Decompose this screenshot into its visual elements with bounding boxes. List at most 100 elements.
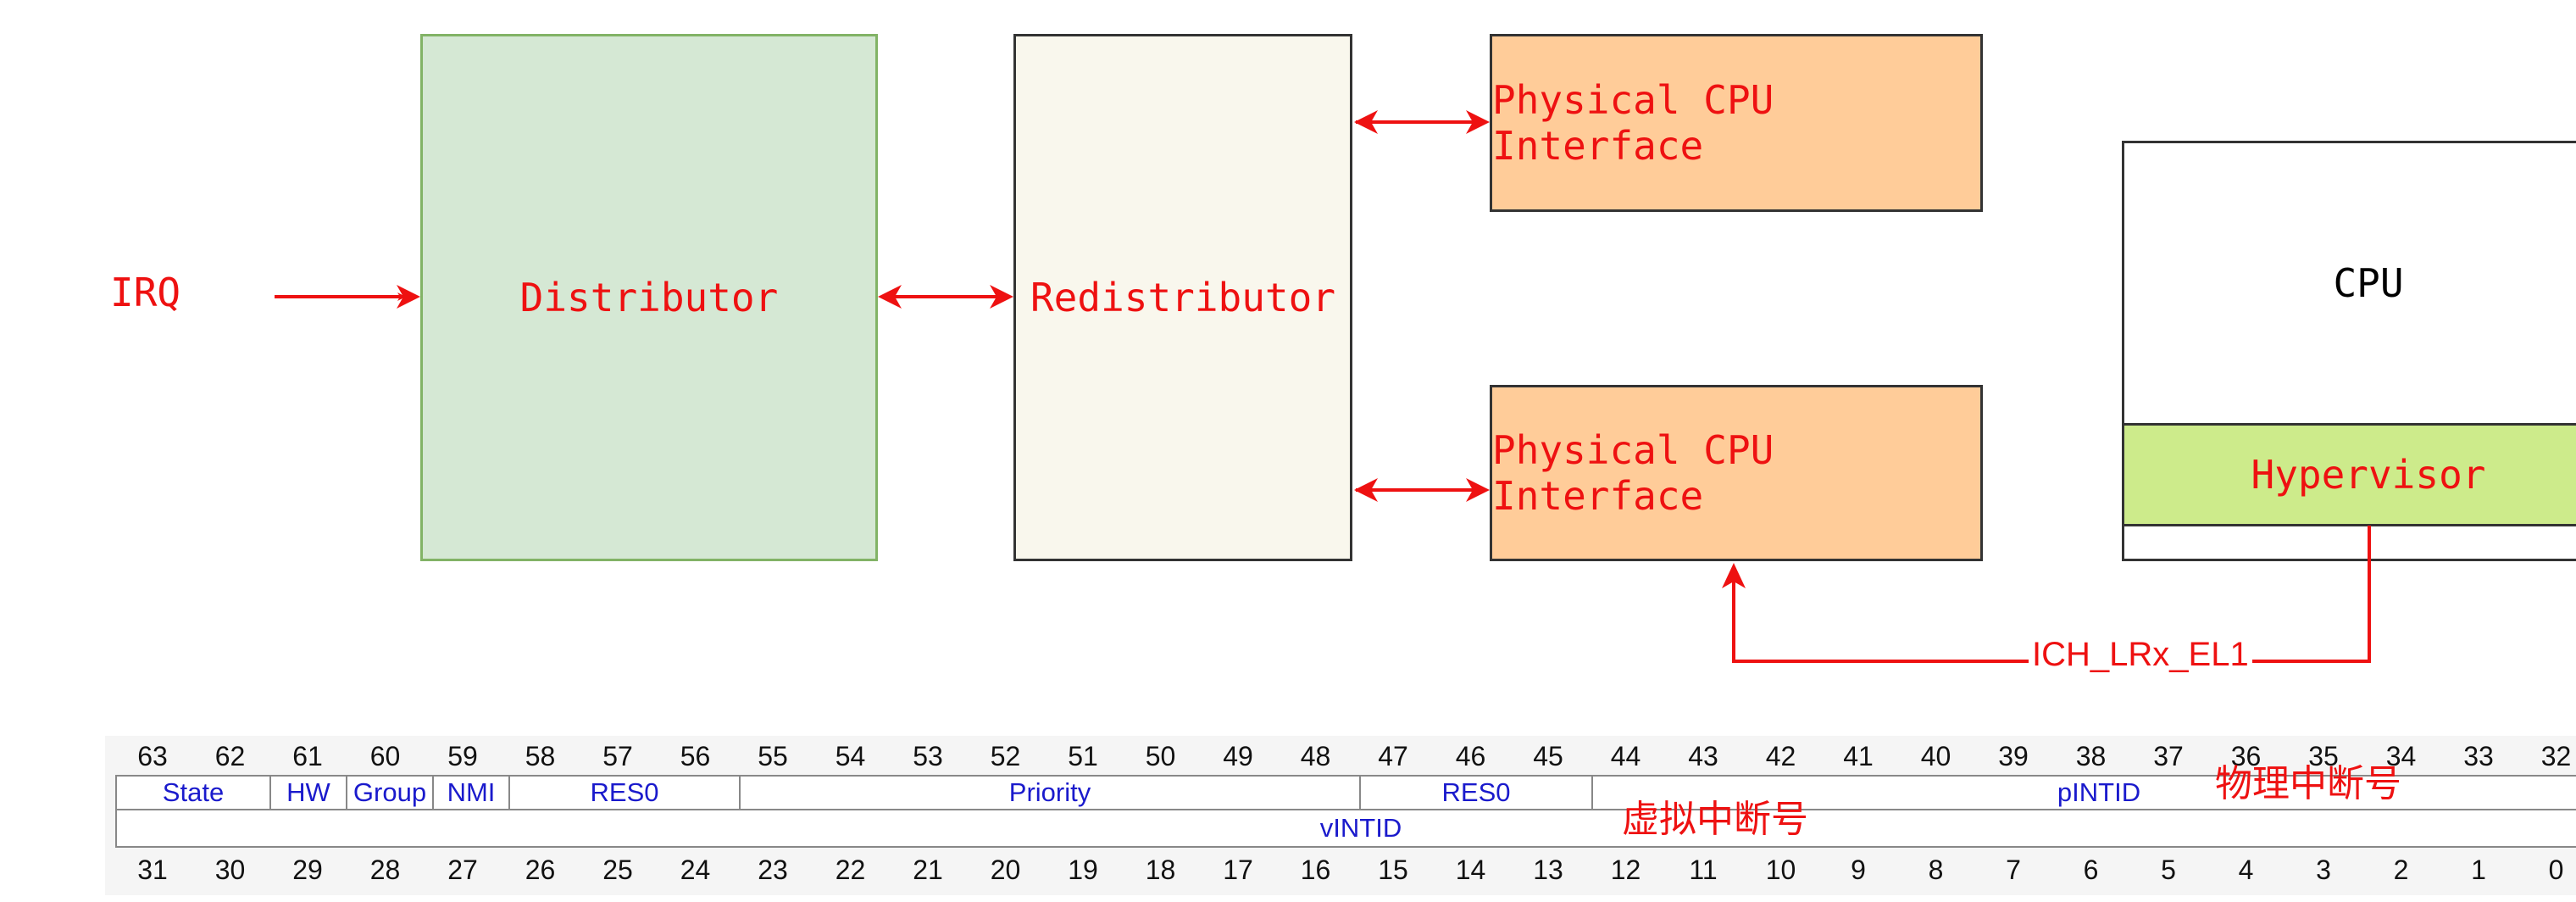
upper-bit-33: 33 [2463,741,2494,771]
upper-bit-53: 53 [913,741,943,771]
lower-bit-28: 28 [369,855,401,885]
upper-bit-32: 32 [2540,741,2572,771]
irq-arrowhead [397,285,420,309]
lower-bit-24: 24 [680,855,711,885]
upper-bit-54: 54 [835,741,866,771]
lower-bit-6: 6 [2083,855,2099,885]
upper-bit-55: 55 [758,741,788,771]
field-priority: Priority [741,777,1361,809]
redist-right-arrowhead [990,285,1013,309]
lower-bit-22: 22 [835,855,866,885]
cpu-box: CPU Hypervisor [2122,141,2576,561]
pcpu1-right-arrowhead [1466,110,1490,134]
dist-left-arrowhead [878,285,902,309]
upper-bit-34: 34 [2385,741,2417,771]
physical-cpu-interface-2-box: Physical CPU Interface [1490,385,1983,561]
vintid-note: 虚拟中断号 [1622,798,1808,841]
upper-bit-39: 39 [1998,741,2029,771]
upper-bit-40: 40 [1920,741,1951,771]
ich-lrx-el1-label: ICH_LRx_EL1 [2029,636,2252,673]
upper-bit-59: 59 [447,741,478,771]
field-res0-upper: RES0 [510,777,741,809]
distributor-box: Distributor [420,34,878,561]
upper-bit-52: 52 [990,741,1021,771]
lower-bit-23: 23 [758,855,788,885]
lower-bit-4: 4 [2238,855,2254,885]
redistributor-box: Redistributor [1013,34,1352,561]
lower-bit-31: 31 [137,855,168,885]
arrowheads [397,110,1746,588]
pintid-note: 物理中断号 [2215,762,2401,805]
redist-pcpu1-left-arrowhead [1354,110,1378,134]
hypervisor-label: Hypervisor [2251,452,2486,498]
upper-bit-51: 51 [1068,741,1098,771]
field-res0-lower: RES0 [1361,777,1593,809]
upper-bit-35: 35 [2308,741,2339,771]
upper-bit-38: 38 [2075,741,2107,771]
lower-bit-2: 2 [2393,855,2409,885]
lower-bit-29: 29 [292,855,323,885]
pcpu2-up-arrowhead [1722,563,1746,588]
lower-bit-30: 30 [214,855,246,885]
distributor-label: Distributor [519,275,779,320]
field-state: State [117,777,271,809]
physical-cpu-interface-1-label: Physical CPU Interface [1492,77,1774,169]
lower-bit-9: 9 [1851,855,1866,885]
upper-bit-58: 58 [525,741,556,771]
field-pintid: pINTID [2057,777,2141,807]
register-lower-row: vINTID [115,810,2576,848]
lower-bit-1: 1 [2471,855,2486,885]
lower-bit-0: 0 [2548,855,2564,885]
lower-bit-27: 27 [447,855,478,885]
lower-bit-20: 20 [990,855,1021,885]
upper-bit-56: 56 [680,741,711,771]
upper-bit-62: 62 [214,741,246,771]
redist-pcpu2-left-arrowhead [1354,478,1378,502]
upper-bit-46: 46 [1455,741,1486,771]
upper-bit-37: 37 [2153,741,2184,771]
physical-cpu-interface-2-label: Physical CPU Interface [1492,427,1774,519]
field-nmi: NMI [434,777,510,809]
field-hw: HW [271,777,347,809]
upper-bit-41: 41 [1843,741,1874,771]
lower-bit-7: 7 [2006,855,2021,885]
lower-bit-5: 5 [2161,855,2176,885]
upper-bit-42: 42 [1765,741,1796,771]
upper-bit-45: 45 [1533,741,1563,771]
upper-bit-43: 43 [1688,741,1718,771]
upper-bit-49: 49 [1223,741,1253,771]
lower-bit-12: 12 [1610,855,1641,885]
lower-bit-13: 13 [1533,855,1563,885]
lower-bit-14: 14 [1455,855,1486,885]
lower-bit-18: 18 [1145,855,1176,885]
lower-bit-25: 25 [602,855,633,885]
redistributor-label: Redistributor [1030,275,1336,320]
lower-bit-17: 17 [1223,855,1253,885]
lower-bit-16: 16 [1300,855,1331,885]
upper-bit-44: 44 [1610,741,1641,771]
upper-bit-36: 36 [2230,741,2262,771]
upper-bit-57: 57 [602,741,633,771]
upper-bit-48: 48 [1300,741,1331,771]
hypervisor-box: Hypervisor [2124,423,2576,526]
lower-bit-10: 10 [1765,855,1796,885]
register-upper-row: State HW Group NMI RES0 Priority RES0 pI… [115,775,2576,810]
upper-bit-47: 47 [1378,741,1408,771]
lower-bit-21: 21 [913,855,943,885]
upper-bit-60: 60 [369,741,401,771]
lower-bit-8: 8 [1928,855,1944,885]
lower-bit-19: 19 [1068,855,1098,885]
lower-bit-3: 3 [2316,855,2331,885]
cpu-label: CPU [2333,260,2404,306]
lower-bit-11: 11 [1689,855,1718,885]
lower-bit-15: 15 [1378,855,1408,885]
field-vintid: vINTID [1319,813,1402,843]
lower-bit-26: 26 [525,855,556,885]
irq-label: IRQ [110,270,181,315]
pcpu2-right-arrowhead [1466,478,1490,502]
upper-bit-61: 61 [292,741,323,771]
upper-bit-50: 50 [1145,741,1176,771]
upper-bit-63: 63 [137,741,168,771]
physical-cpu-interface-1-box: Physical CPU Interface [1490,34,1983,212]
field-group: Group [347,777,434,809]
